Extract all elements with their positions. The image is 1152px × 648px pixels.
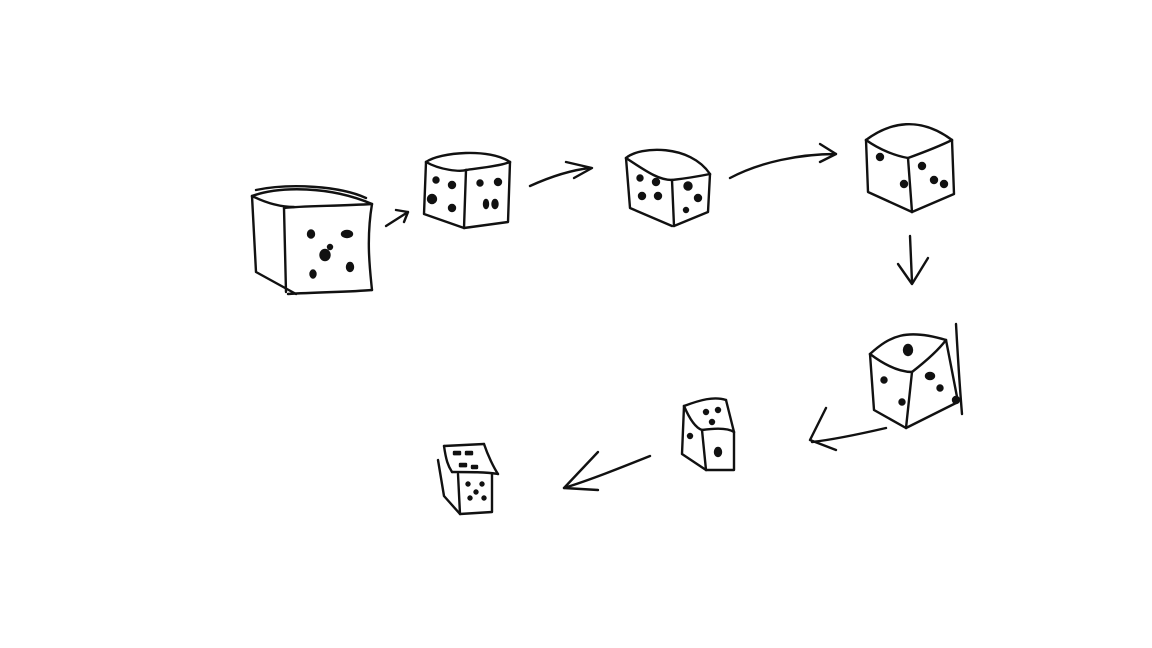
- die-6: [680, 397, 736, 472]
- die-2: [422, 151, 512, 230]
- arrow-2: [528, 160, 594, 188]
- die-7: [436, 442, 500, 516]
- die-2-pips: [426, 176, 503, 213]
- arrow-1: [384, 208, 410, 228]
- die-5: [868, 322, 964, 430]
- die-3: [624, 148, 712, 228]
- die-5-pips: [880, 343, 961, 406]
- arrow-4: [896, 234, 930, 286]
- die-4-pips: [875, 152, 949, 189]
- die-4: [864, 122, 956, 214]
- arrow-5: [808, 406, 888, 452]
- die-6-pips: [686, 406, 723, 458]
- die-7-pips: [452, 450, 487, 501]
- die-1-pips: [306, 229, 355, 279]
- arrow-6: [562, 450, 652, 492]
- die-1: [250, 185, 374, 296]
- die-3-pips: [636, 174, 703, 214]
- arrow-3: [728, 142, 838, 180]
